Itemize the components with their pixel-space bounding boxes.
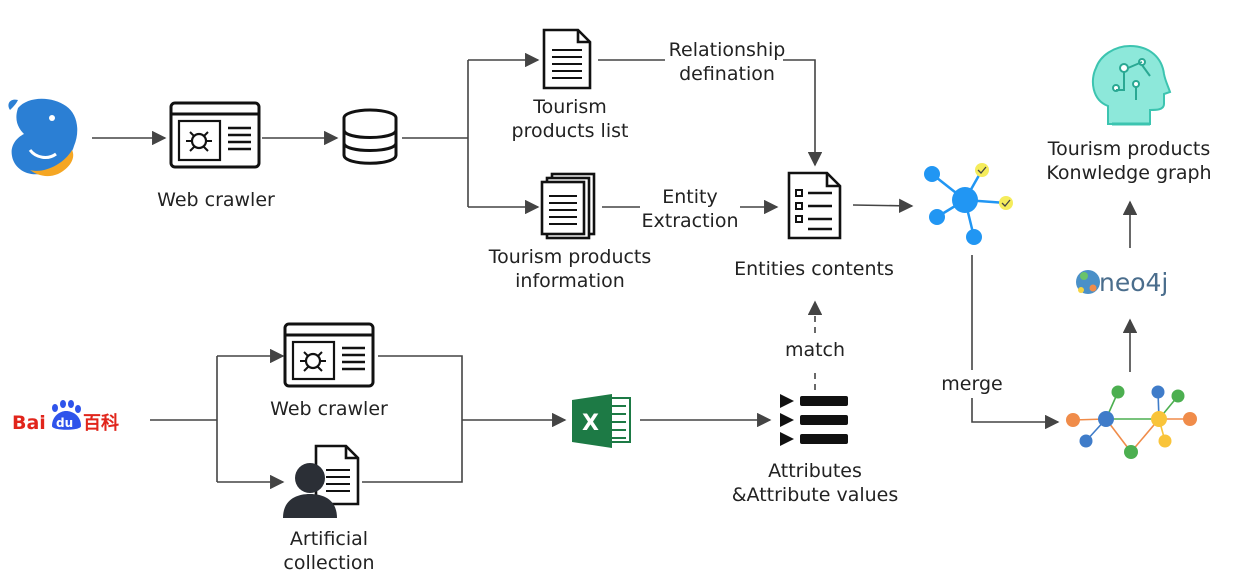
- web-crawler-bottom-icon: [283, 322, 375, 388]
- tourism-products-information-line-1: Tourism products: [488, 246, 652, 268]
- relationship-definition-line-2: defination: [679, 63, 775, 85]
- connectors: [92, 52, 1138, 490]
- tourism-products-information-line-2: information: [515, 270, 625, 292]
- person-with-document-icon: [283, 444, 360, 518]
- entities-contents-label: Entities contents: [734, 258, 894, 280]
- baidu-logo-right: 百科: [83, 412, 119, 434]
- tourism-products-list-label: Tourism products list: [512, 95, 629, 143]
- web-crawler-bottom-label: Web crawler: [270, 398, 388, 420]
- arrow-relationship-to-entities: [598, 59, 815, 165]
- entity-extraction-line-1: Entity: [662, 186, 718, 208]
- relationship-definition-line-1: Relationship: [668, 39, 786, 61]
- line-merge: [971, 255, 1058, 422]
- tourism-products-list-line-2: products list: [511, 120, 629, 142]
- entity-extraction-line-2: Extraction: [641, 210, 739, 232]
- match-label: match: [784, 339, 846, 361]
- baidu-baike-logo-icon: Bai du 百科: [12, 400, 119, 434]
- relationship-definition-label: Relationship defination: [669, 38, 786, 86]
- tourism-products-list-line-1: Tourism: [533, 96, 607, 118]
- document-icon: [542, 28, 592, 90]
- attribute-list-icon: [780, 394, 848, 446]
- documents-stack-icon: [540, 172, 596, 240]
- entity-extraction-label: Entity Extraction: [642, 185, 739, 233]
- attributes-label: Attributes &Attribute values: [732, 459, 899, 507]
- baidu-logo-middle: du: [56, 416, 73, 430]
- artificial-collection-line-1: Artificial: [289, 528, 369, 550]
- knowledge-graph-label: Tourism products Konwledge graph: [1046, 137, 1211, 185]
- merged-knowledge-graph-icon: [1066, 385, 1197, 459]
- artificial-collection-label: Artificial collection: [283, 527, 374, 575]
- artificial-collection-line-2: collection: [283, 552, 375, 574]
- checklist-document-icon: [787, 171, 842, 240]
- baidu-logo-left: Bai: [12, 412, 46, 434]
- line-crawler-bottom-merge: [362, 355, 463, 483]
- tourism-products-information-label: Tourism products information: [489, 245, 652, 293]
- excel-logo-letter: X: [582, 411, 599, 436]
- attributes-line-1: Attributes: [768, 460, 862, 482]
- merge-label: merge: [941, 373, 1003, 395]
- ai-brain-icon: [1091, 44, 1172, 126]
- excel-icon: X: [572, 394, 631, 448]
- dolphin-logo-icon: [8, 98, 78, 177]
- database-icon: [342, 108, 398, 165]
- knowledge-graph-line-2: Konwledge graph: [1046, 162, 1212, 184]
- neo4j-logo-icon: neo4j: [1076, 268, 1168, 297]
- web-crawler-top-label: Web crawler: [157, 189, 275, 211]
- knowledge-graph-line-1: Tourism products: [1047, 138, 1211, 160]
- attributes-line-2: &Attribute values: [731, 484, 899, 506]
- entity-network-icon: [924, 163, 1013, 245]
- neo4j-logo-text: neo4j: [1099, 268, 1168, 297]
- web-crawler-top-icon: [169, 101, 261, 169]
- arrow-entities-to-network: [852, 198, 914, 213]
